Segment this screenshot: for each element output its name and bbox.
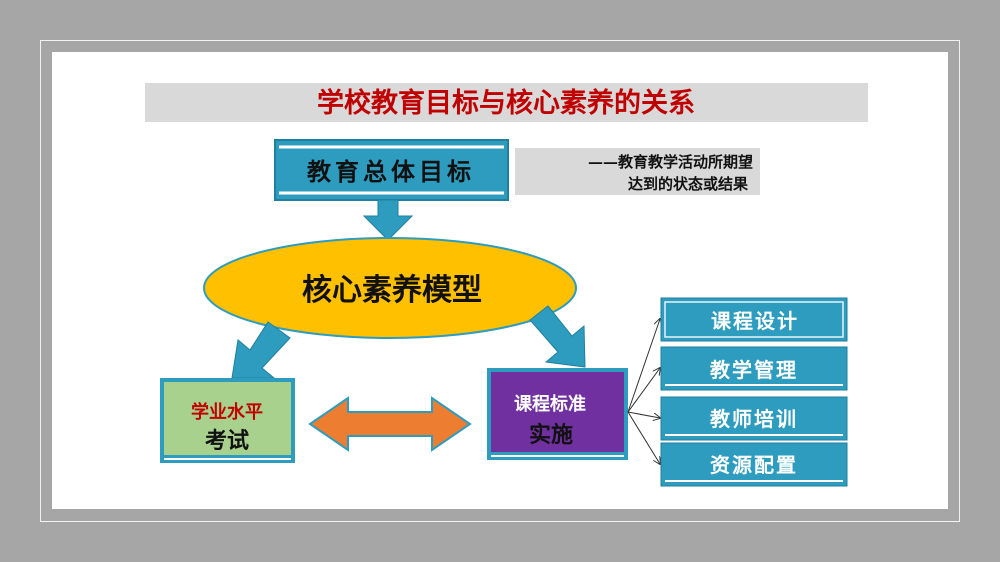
note-line-2: 达到的状态或结果 bbox=[628, 175, 749, 193]
curriculum-box-line-2: 实施 bbox=[529, 422, 573, 448]
exam-box: 学业水平 考试 bbox=[160, 378, 295, 463]
sub-item-label: 教学管理 bbox=[710, 358, 798, 382]
double-arrow bbox=[308, 396, 472, 452]
down-arrow bbox=[362, 199, 414, 241]
note-line-1: ——教育教学活动所期望 bbox=[588, 153, 753, 171]
sub-item-label: 资源配置 bbox=[710, 453, 798, 477]
curriculum-box-line-1: 课程标准 bbox=[514, 393, 586, 415]
sub-item-label: 课程设计 bbox=[711, 309, 799, 333]
curriculum-box: 课程标准 实施 bbox=[487, 368, 628, 460]
sub-item-teaching-management: 教学管理 bbox=[660, 346, 848, 391]
diagram-title: 学校教育目标与核心素养的关系 bbox=[317, 87, 695, 119]
title-bar bbox=[145, 83, 868, 122]
note-box bbox=[515, 148, 760, 195]
sub-item-resource-allocation: 资源配置 bbox=[660, 442, 848, 487]
sub-item-label: 教师培训 bbox=[710, 407, 798, 431]
arrow-to-exam bbox=[231, 321, 291, 379]
core-model-label: 核心素养模型 bbox=[302, 273, 482, 308]
sub-item-course-design: 课程设计 bbox=[660, 297, 848, 342]
arrow-to-curriculum bbox=[529, 305, 586, 368]
exam-box-line-1: 学业水平 bbox=[191, 401, 263, 423]
goal-box: 教育总体目标 bbox=[274, 139, 509, 201]
goal-box-label: 教育总体目标 bbox=[307, 157, 475, 186]
exam-box-line-2: 考试 bbox=[205, 428, 249, 454]
connectors bbox=[627, 319, 660, 464]
sub-item-teacher-training: 教师培训 bbox=[660, 396, 848, 441]
core-model-ellipse bbox=[203, 237, 577, 339]
slide-frame bbox=[40, 40, 960, 522]
